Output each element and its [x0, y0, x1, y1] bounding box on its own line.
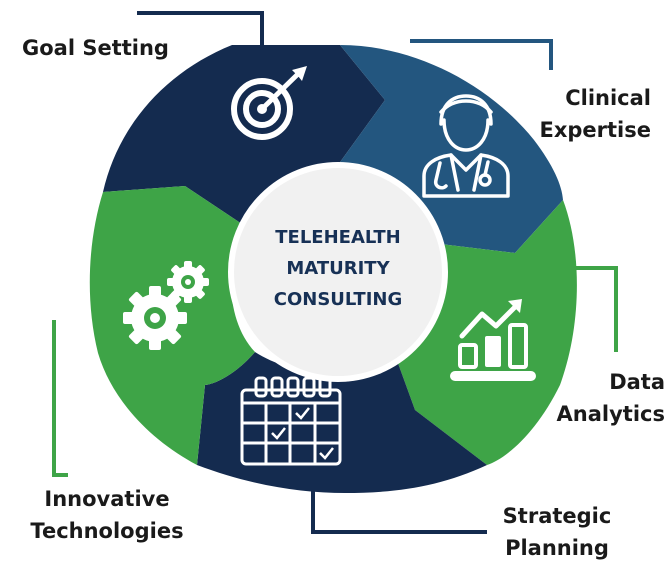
- label-line: Planning: [505, 536, 609, 560]
- segment-strategic-planning: [197, 352, 487, 493]
- center-title: TELEHEALTH MATURITY CONSULTING: [238, 222, 438, 315]
- growth-chart-icon: [450, 299, 536, 381]
- connector-clinical-expertise: [410, 39, 553, 70]
- label-line: Expertise: [539, 118, 651, 142]
- label-line: Technologies: [30, 519, 184, 543]
- label-goal-setting: Goal Setting: [22, 32, 169, 64]
- label-clinical-expertise: Clinical Expertise: [539, 82, 651, 146]
- label-strategic-planning: Strategic Planning: [492, 500, 622, 564]
- label-line: Strategic: [502, 504, 612, 528]
- label-line: Data: [609, 370, 665, 394]
- label-line: Analytics: [556, 402, 665, 426]
- connector-strategic-planning: [311, 475, 487, 534]
- center-title-line: CONSULTING: [273, 289, 403, 310]
- segment-clinical-expertise: [322, 45, 563, 253]
- center-circle: [228, 162, 448, 382]
- center-title-line: MATURITY: [286, 258, 390, 279]
- label-innovative-technologies: Innovative Technologies: [16, 483, 198, 547]
- connector-goal-setting: [137, 11, 264, 45]
- gears-icon: [123, 261, 209, 350]
- connector-data-analytics: [575, 266, 618, 352]
- connector-innovative-technologies: [52, 320, 68, 477]
- center-title-line: TELEHEALTH: [275, 227, 401, 248]
- label-line: Clinical: [565, 86, 651, 110]
- calendar-icon: [240, 376, 342, 466]
- target-icon: [231, 66, 307, 140]
- doctor-icon: [422, 94, 510, 198]
- label-line: Innovative: [44, 487, 170, 511]
- label-line: Goal Setting: [22, 36, 169, 60]
- label-data-analytics: Data Analytics: [557, 366, 665, 430]
